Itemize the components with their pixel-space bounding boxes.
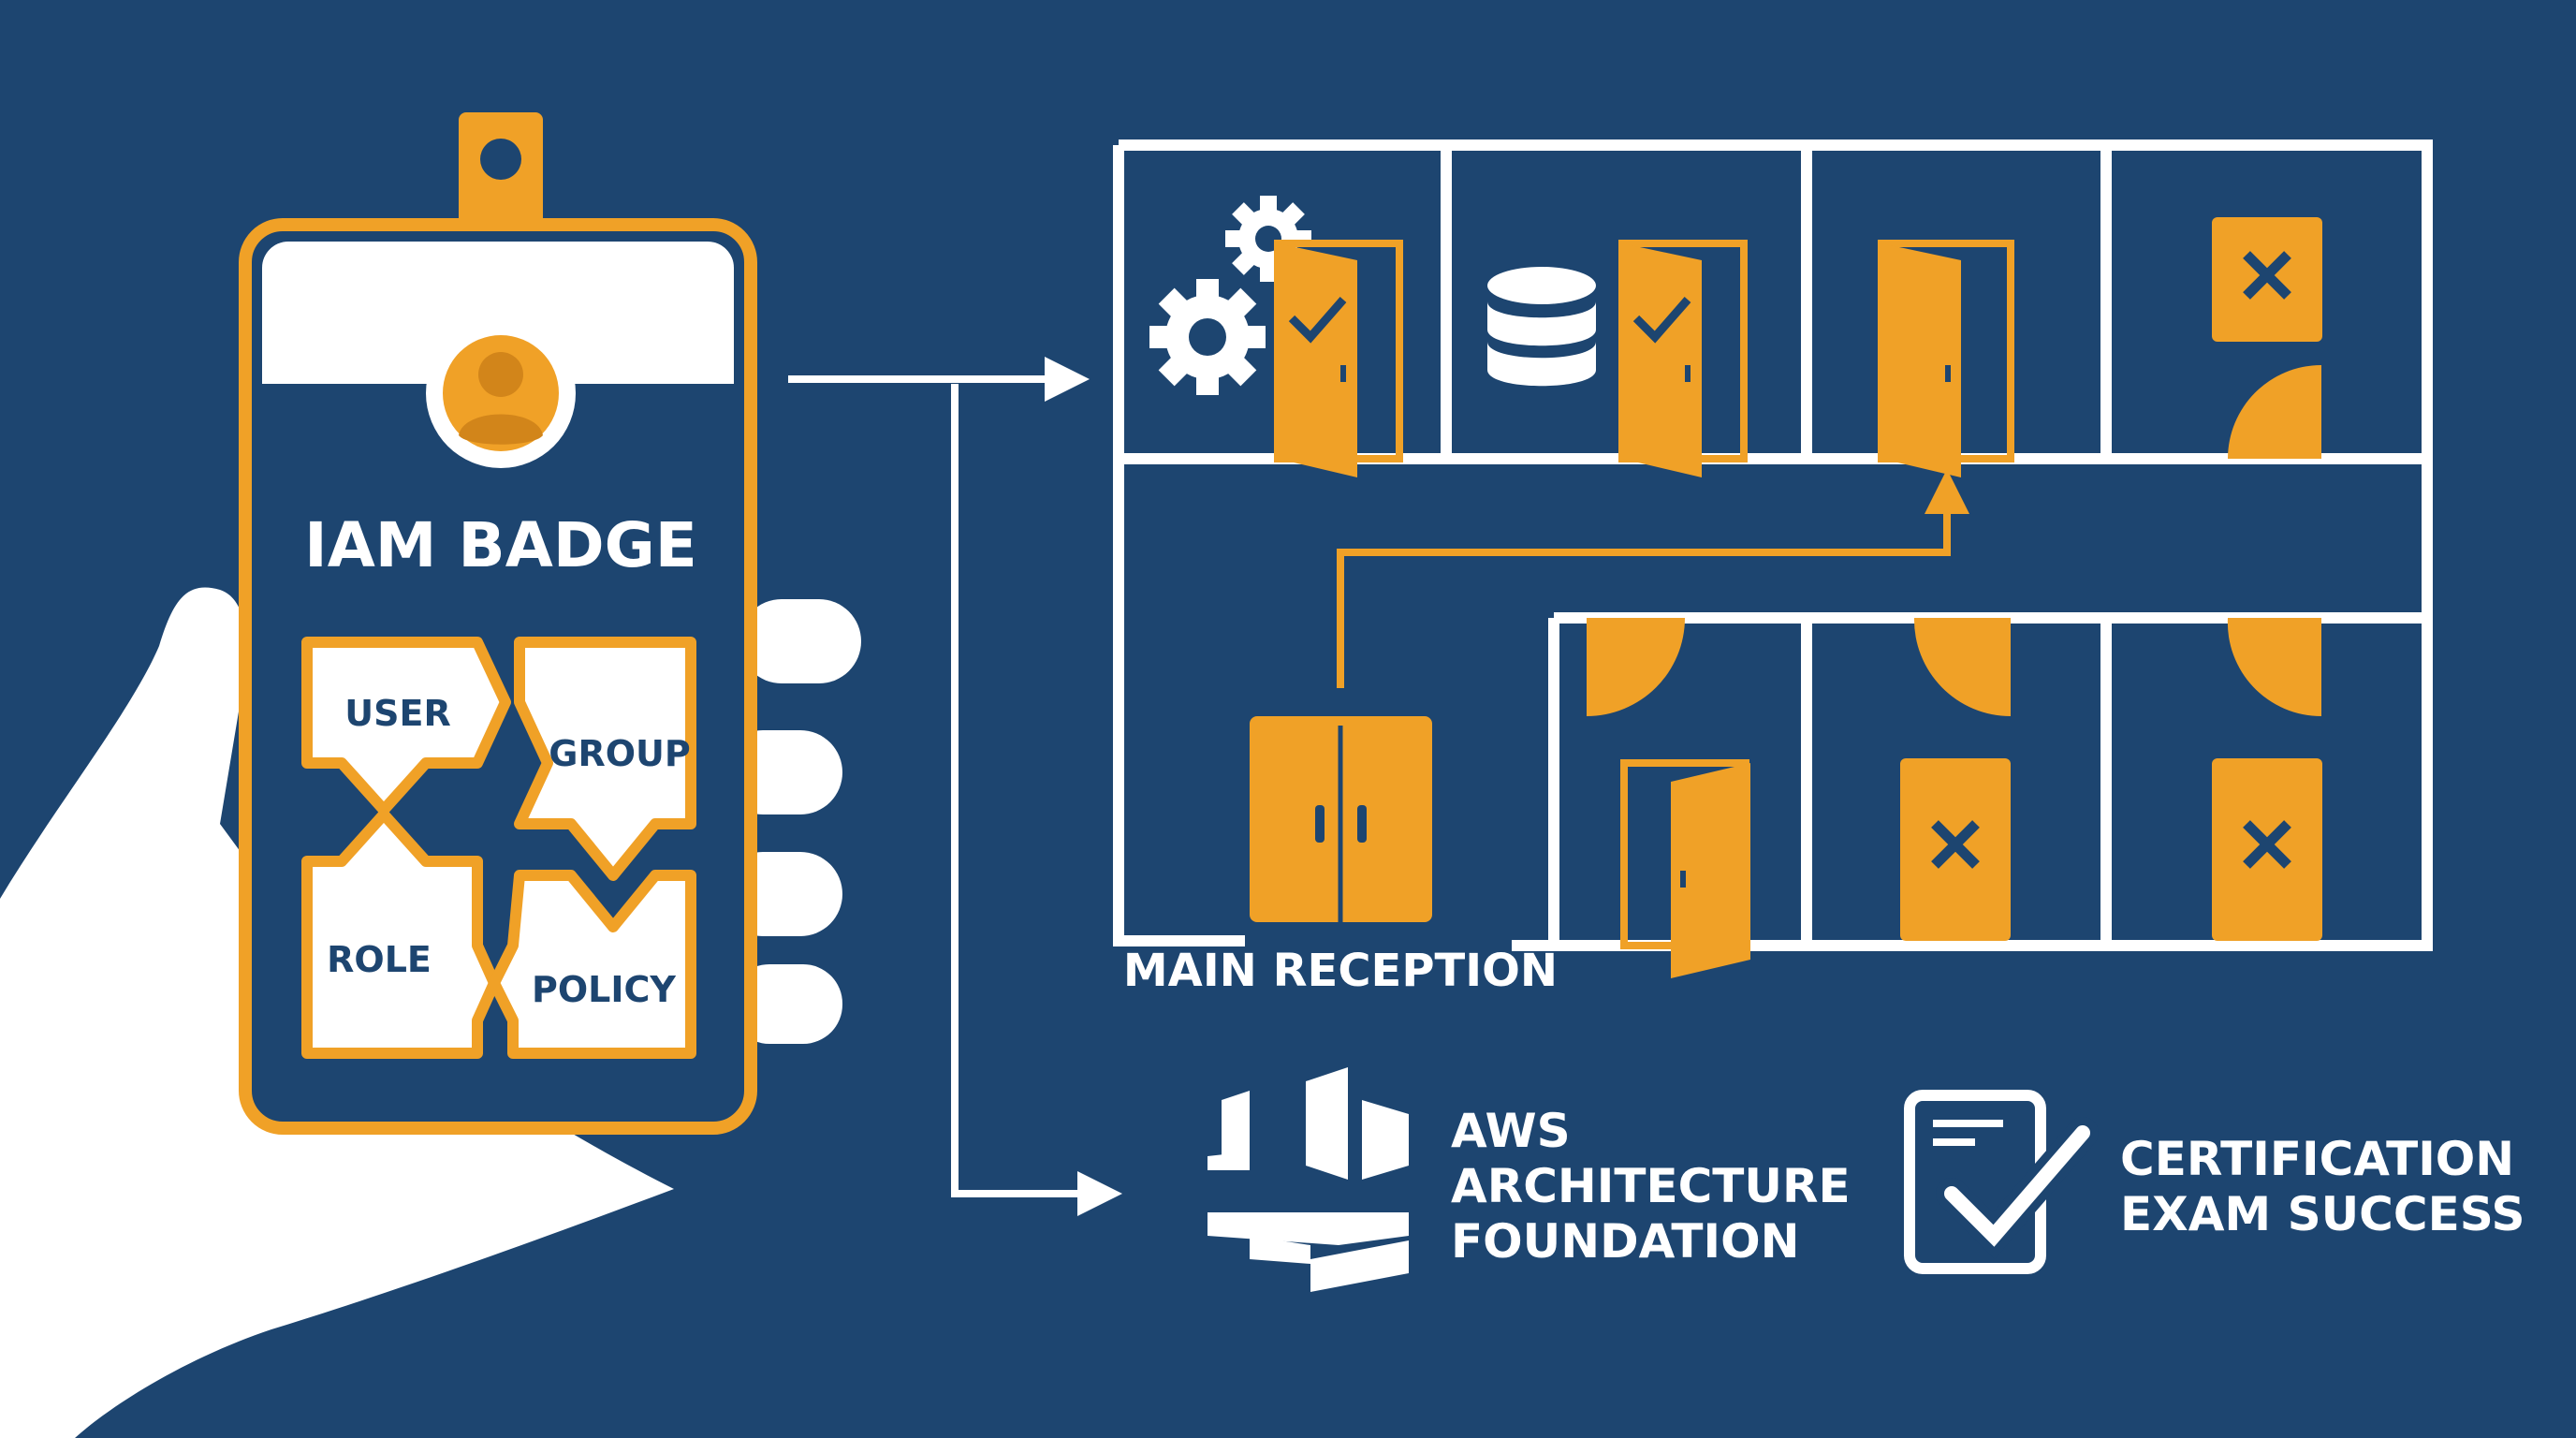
- aws-label-line1: AWS: [1451, 1104, 1571, 1158]
- door-denied-bottom-2: [2212, 758, 2322, 941]
- arrow-to-foundation: [951, 384, 1122, 1216]
- puzzle-piece-role: ROLE: [301, 809, 500, 1059]
- door-denied-bottom-1: [1900, 758, 2011, 941]
- x-icon: [1931, 820, 1980, 869]
- puzzle-label-user: USER: [344, 693, 450, 734]
- door-open-3: [1878, 240, 2014, 477]
- connector-arrows: [788, 357, 1122, 1216]
- puzzle-label-group: GROUP: [549, 733, 690, 774]
- gears-icon: [1149, 196, 1311, 395]
- x-icon: [2243, 251, 2291, 300]
- door-denied-top: [2212, 217, 2322, 459]
- badge-header: [262, 242, 734, 382]
- cert-label-line1: CERTIFICATION: [2120, 1132, 2514, 1186]
- door-swing: [2227, 618, 2321, 717]
- x-icon: [2243, 820, 2291, 869]
- cert-label-line2: EXAM SUCCESS: [2120, 1187, 2525, 1241]
- check-icon: [1632, 297, 1691, 344]
- puzzle-label-policy: POLICY: [532, 969, 676, 1010]
- puzzle-label-role: ROLE: [327, 939, 432, 980]
- database-icon: [1487, 267, 1596, 387]
- main-reception-label: MAIN RECEPTION: [1123, 945, 1558, 997]
- puzzle-piece-policy: POLICY: [489, 870, 696, 1059]
- check-icon: [1288, 297, 1347, 344]
- aws-architecture-icon: [1208, 1067, 1409, 1292]
- door-granted-1: [1274, 240, 1403, 477]
- badge-clip-hole: [480, 139, 521, 180]
- door-swing: [1587, 618, 1685, 716]
- puzzle-piece-group: GROUP: [514, 637, 696, 881]
- door-swing: [2228, 365, 2321, 459]
- badge-title: IAM BADGE: [304, 509, 697, 581]
- door-granted-2: [1618, 240, 1748, 477]
- iam-badge: IAM BADGE USER GROUP ROLE POLICY: [239, 112, 757, 1135]
- certification-label: CERTIFICATION EXAM SUCCESS: [2120, 1132, 2531, 1241]
- door-swing: [1913, 618, 2011, 716]
- checklist-icon: [1904, 1090, 2099, 1274]
- finger-1: [739, 599, 861, 683]
- aws-foundation-label: AWS ARCHITECTURE FOUNDATION: [1451, 1104, 1866, 1269]
- finger-4: [730, 964, 842, 1044]
- main-reception-door: [1250, 716, 1432, 922]
- door-open-bottom: [1620, 759, 1750, 978]
- aws-label-line2: ARCHITECTURE: [1451, 1159, 1851, 1213]
- puzzle-piece-user: USER: [301, 637, 511, 815]
- aws-label-line3: FOUNDATION: [1451, 1214, 1800, 1269]
- access-path-arrow: [1337, 469, 1969, 688]
- user-avatar-icon: [426, 318, 576, 468]
